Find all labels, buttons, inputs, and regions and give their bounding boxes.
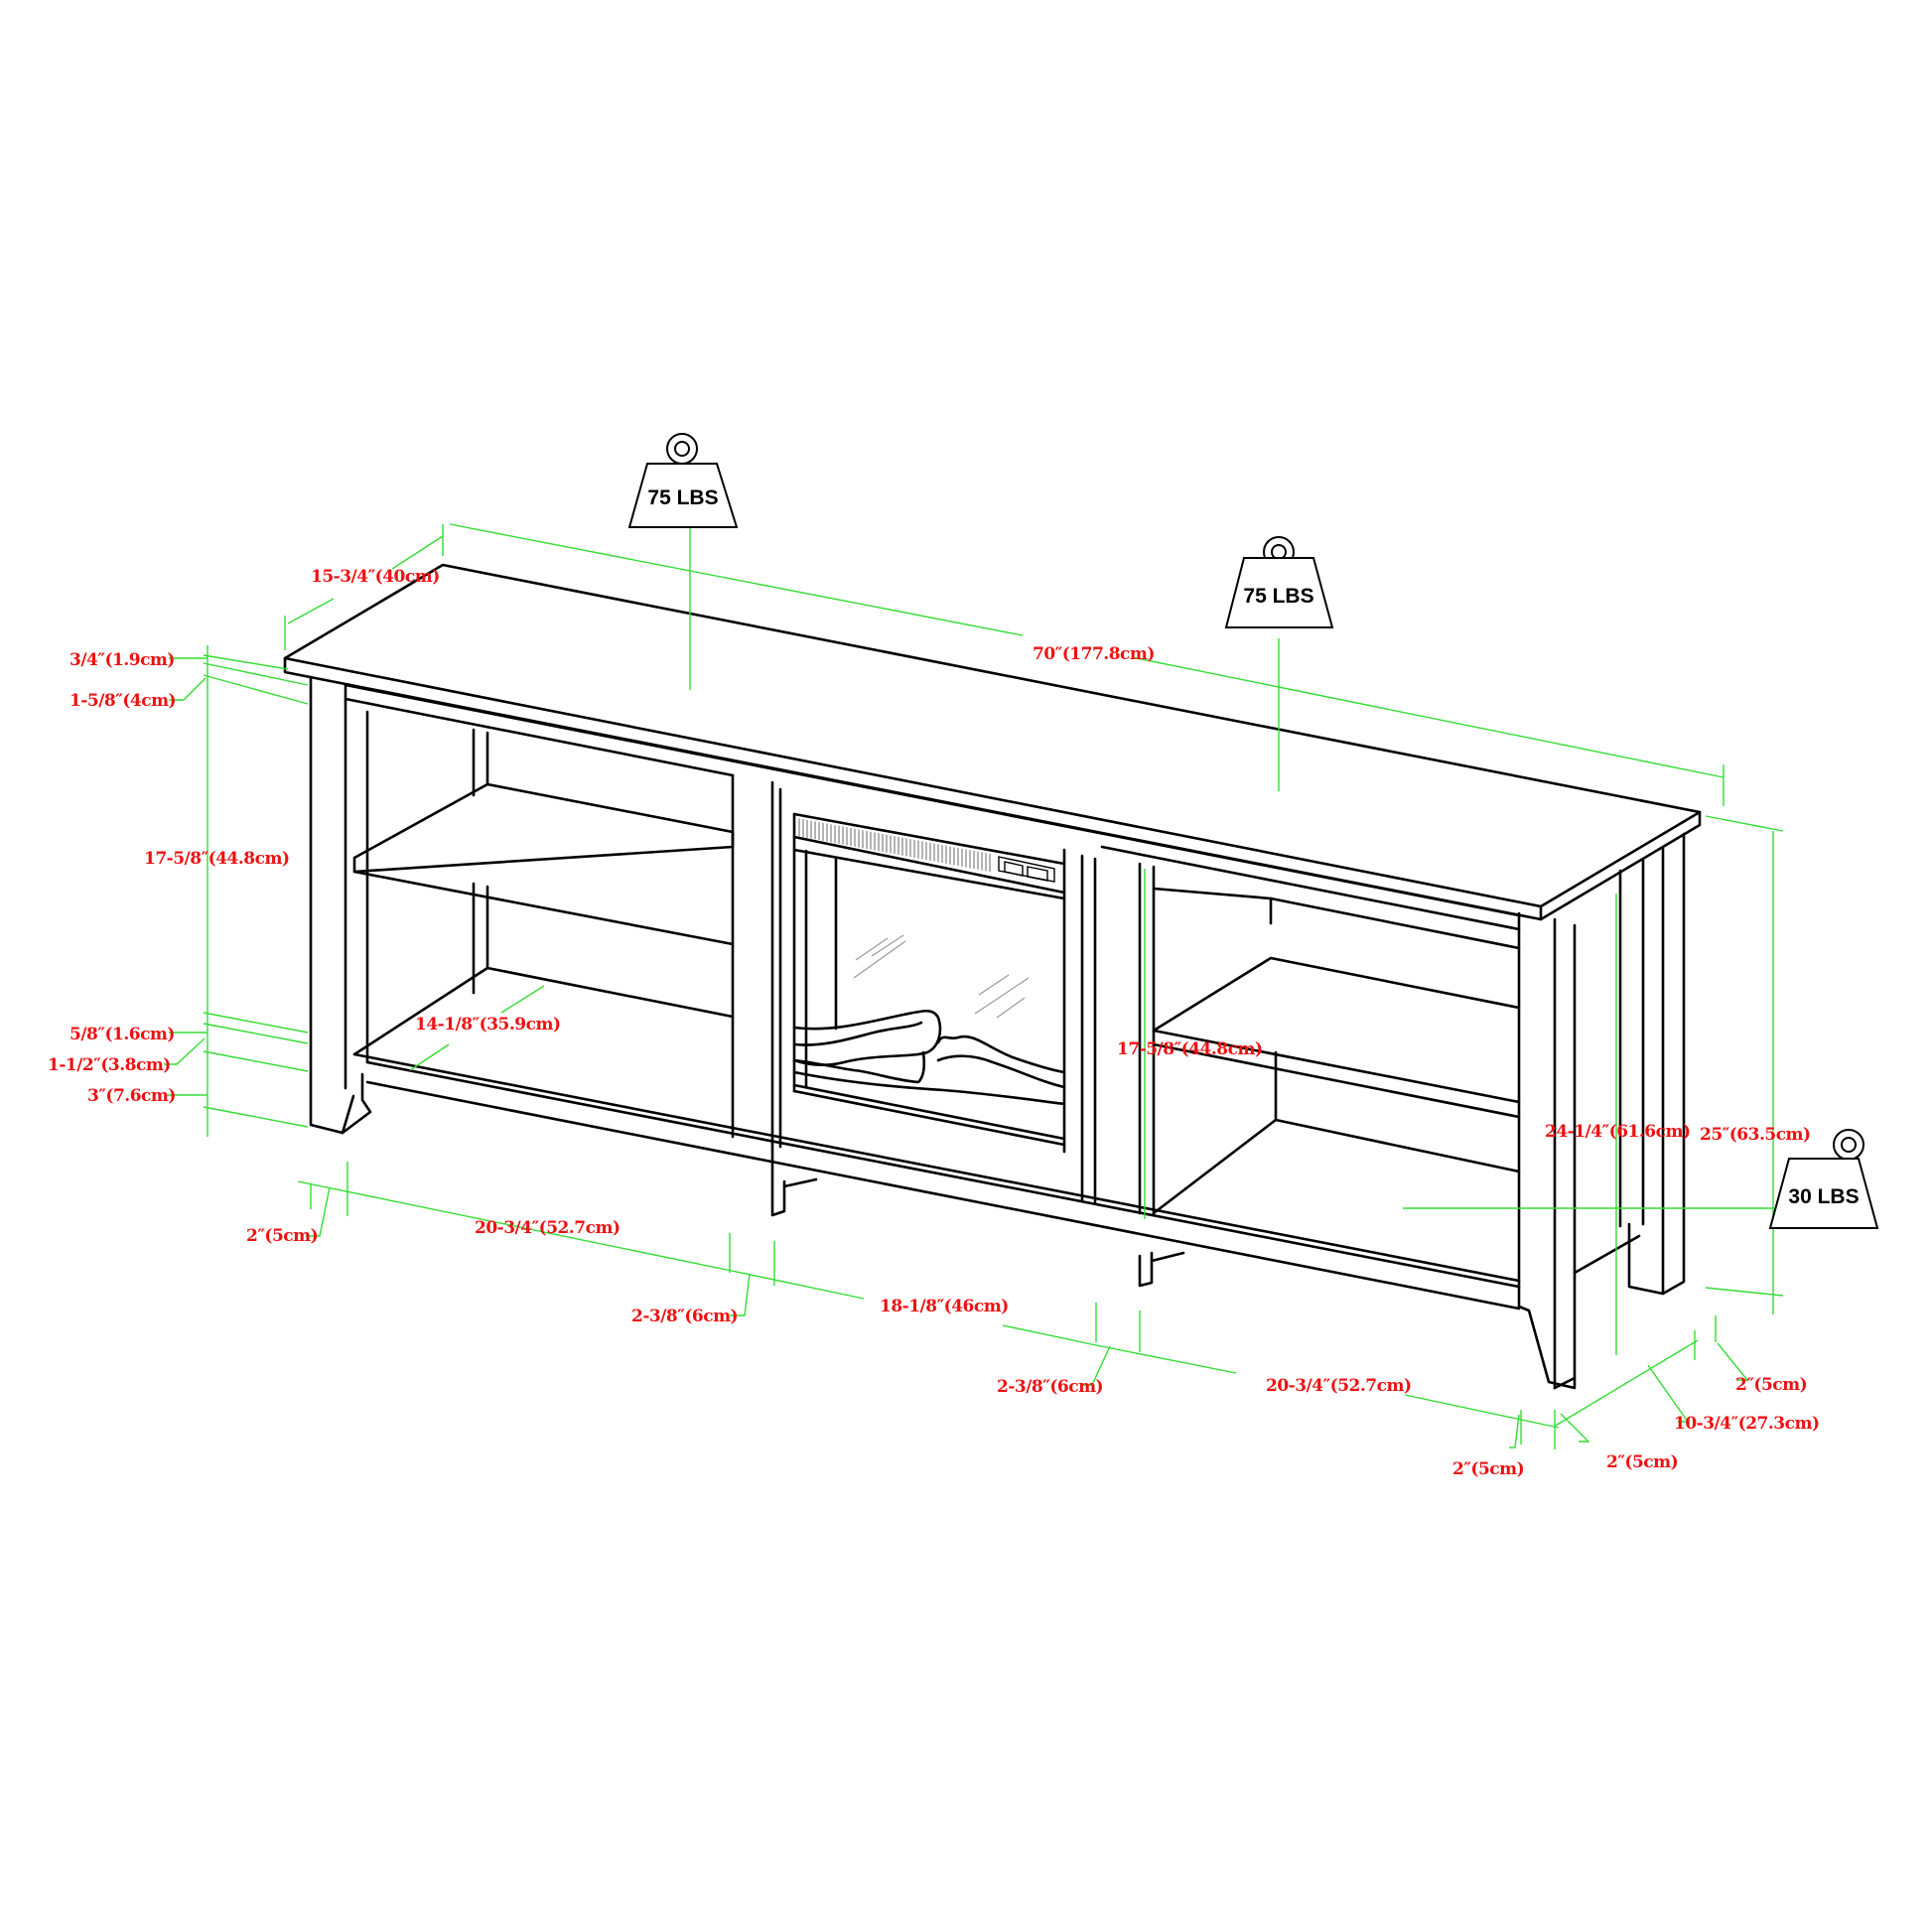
- label-right-bay: 20-3/4″(52.7cm): [1266, 1376, 1412, 1396]
- label-inner-height: 24-1/4″(61.6cm): [1545, 1122, 1691, 1142]
- fireplace-logs: [792, 1009, 1066, 1147]
- label-shelf-depth: 14-1/8″(35.9cm): [415, 1015, 561, 1035]
- label-total-height: 25″(63.5cm): [1700, 1125, 1811, 1145]
- label-side-inner-depth: 10-3/4″(27.3cm): [1674, 1414, 1820, 1434]
- label-depth-top: 15-3/4″(40cm): [311, 567, 440, 587]
- dimension-labels: 15-3/4″(40cm) 70″(177.8cm) 3/4″(1.9cm) 1…: [48, 567, 1820, 1479]
- weight-icon-shelf: 30 LBS: [1768, 1129, 1879, 1229]
- label-leg-back-right: 2″(5cm): [1735, 1375, 1807, 1395]
- label-top-thickness: 3/4″(1.9cm): [69, 650, 175, 670]
- left-front-leg: [309, 675, 372, 1135]
- label-shelf-thickness: 5/8″(1.6cm): [69, 1025, 175, 1044]
- right-front-leg: [1517, 911, 1577, 1390]
- weight-label-top-left: 75 LBS: [647, 486, 718, 509]
- bottom-rail: [352, 1052, 1521, 1283]
- fireplace-controls: [998, 856, 1055, 883]
- glass-reflection: [853, 934, 1030, 1019]
- label-left-bay: 20-3/4″(52.7cm): [475, 1218, 621, 1238]
- left-shelf: [352, 782, 735, 874]
- tabletop-side-edge: [1539, 810, 1702, 921]
- label-leg-front-right-depth: 2″(5cm): [1606, 1452, 1678, 1472]
- dimension-lines: [164, 523, 1814, 1449]
- tabletop-surface: [283, 563, 1702, 908]
- label-divider-left: 2-3/8″(6cm): [631, 1307, 738, 1326]
- label-fireplace-bay: 18-1/8″(46cm): [880, 1297, 1009, 1316]
- weight-label-shelf: 30 LBS: [1788, 1185, 1859, 1208]
- label-apron-height: 1-5/8″(4cm): [69, 691, 176, 711]
- label-opening-height-right: 17-5/8″(44.8cm): [1117, 1039, 1263, 1059]
- label-width-total: 70″(177.8cm): [1033, 644, 1155, 664]
- top-apron: [344, 683, 1521, 917]
- right-shelf: [1152, 956, 1521, 1033]
- label-leg-clearance: 3″(7.6cm): [87, 1086, 176, 1106]
- fireplace-insert: [778, 787, 1097, 1205]
- label-divider-right: 2-3/8″(6cm): [997, 1377, 1103, 1397]
- weight-icon-top-left: 75 LBS: [627, 433, 739, 528]
- weight-icon-top-right: 75 LBS: [1224, 536, 1334, 628]
- fireplace-vent: [797, 818, 991, 873]
- label-bottom-rail: 1-1/2″(3.8cm): [48, 1055, 171, 1075]
- right-back-leg: [1627, 832, 1686, 1296]
- label-leg-front-right: 2″(5cm): [1452, 1459, 1524, 1479]
- label-leg-left: 2″(5cm): [246, 1226, 318, 1246]
- label-opening-height-left: 17-5/8″(44.8cm): [144, 849, 290, 869]
- weight-label-top-right: 75 LBS: [1243, 585, 1313, 608]
- tv-stand-drawing: [283, 563, 1702, 1390]
